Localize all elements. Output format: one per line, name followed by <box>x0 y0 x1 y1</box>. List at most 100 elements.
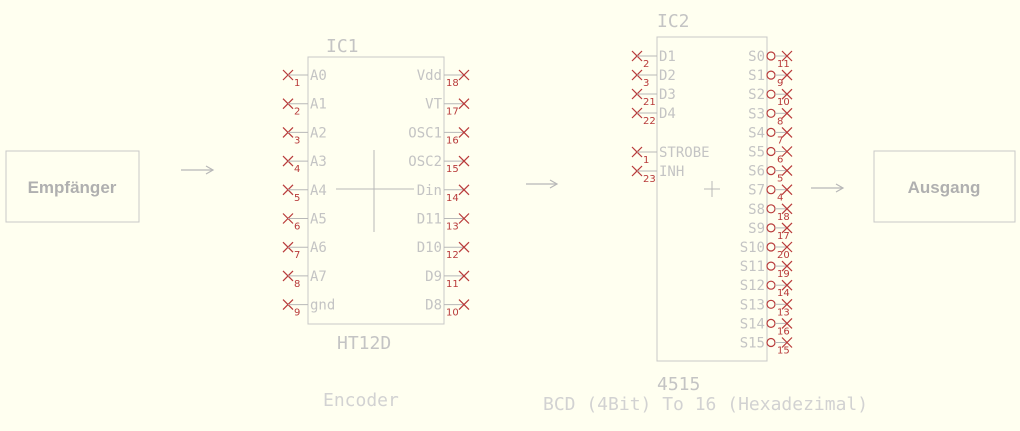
pin-number: 11 <box>446 279 459 290</box>
ic2-chip[interactable]: IC2 4515 BCD (4Bit) To 16 (Hexadezimal) … <box>543 11 868 415</box>
pin-number: 4 <box>294 164 300 175</box>
pin-label: D9 <box>425 269 442 285</box>
ic2-pin[interactable]: 8S3 <box>748 106 793 127</box>
pin-number: 13 <box>777 307 790 318</box>
no-connect-icon <box>458 241 470 253</box>
inversion-bubble-icon <box>766 146 776 157</box>
pin-label: S3 <box>748 106 765 122</box>
no-connect-icon <box>781 50 793 62</box>
pin-number: 20 <box>777 250 790 261</box>
pin-number: 3 <box>294 135 300 146</box>
pin-number: 19 <box>777 269 790 280</box>
pin-label: S8 <box>748 202 765 218</box>
no-connect-icon <box>781 146 793 157</box>
pin-label: STROBE <box>659 145 710 161</box>
ic1-pin[interactable]: 4 A3 <box>282 154 327 175</box>
no-connect-icon <box>781 317 793 329</box>
no-connect-icon <box>781 165 793 177</box>
pin-label: S7 <box>748 183 765 199</box>
receiver-block[interactable]: Empfänger <box>5 150 140 223</box>
pin-number: 11 <box>777 59 790 70</box>
inversion-bubble-icon <box>766 166 776 176</box>
pin-number: 5 <box>294 193 300 204</box>
pin-label: S1 <box>748 68 765 84</box>
no-connect-icon <box>781 298 793 310</box>
inversion-bubble-icon <box>766 127 776 137</box>
ic2-pin[interactable]: 7S4 <box>748 125 793 146</box>
pin-number: 21 <box>643 97 656 108</box>
pin-label: INH <box>659 164 684 180</box>
ic2-pin[interactable]: 5S6 <box>748 164 793 185</box>
pin-label: S2 <box>748 87 765 103</box>
inversion-bubble-icon <box>766 108 776 118</box>
inversion-bubble-icon <box>766 337 776 348</box>
pin-label: D8 <box>425 298 442 314</box>
no-connect-icon <box>458 299 470 311</box>
arrow-ic2-to-output <box>811 183 845 193</box>
ic2-value: 4515 <box>657 374 700 395</box>
ic2-pin[interactable]: 20 S10 <box>740 240 793 261</box>
output-block[interactable]: Ausgang <box>873 150 1016 223</box>
ic2-pin[interactable]: 19 S11 <box>740 259 793 280</box>
pin-number: 7 <box>294 250 300 261</box>
inversion-bubble-icon <box>766 318 776 328</box>
pin-label: S10 <box>740 240 765 256</box>
pin-label: A3 <box>310 154 327 170</box>
pin-label: D4 <box>659 106 676 122</box>
pin-number: 1 <box>294 78 300 89</box>
no-connect-icon <box>781 107 793 119</box>
pin-label: S11 <box>740 259 765 275</box>
pin-label: S6 <box>748 164 765 180</box>
no-connect-icon <box>781 69 793 81</box>
inversion-bubble-icon <box>766 204 776 214</box>
inversion-bubble-icon <box>766 51 776 61</box>
no-connect-icon <box>781 260 793 272</box>
pin-number: 17 <box>446 107 459 118</box>
ic1-ref: IC1 <box>326 36 359 57</box>
ic2-pin[interactable]: 4S7 <box>748 183 793 204</box>
inversion-bubble-icon <box>766 261 776 271</box>
pin-label: A7 <box>310 269 327 285</box>
pin-label: gnd <box>310 298 335 314</box>
ic2-pin[interactable]: 6S5 <box>748 145 793 166</box>
no-connect-icon <box>781 88 793 100</box>
arrow-ic1-to-ic2 <box>526 179 559 189</box>
ic2-pin[interactable]: 9S1 <box>748 68 793 89</box>
ic1-pin[interactable]: 11 D9 <box>425 269 470 290</box>
no-connect-icon <box>781 184 793 196</box>
